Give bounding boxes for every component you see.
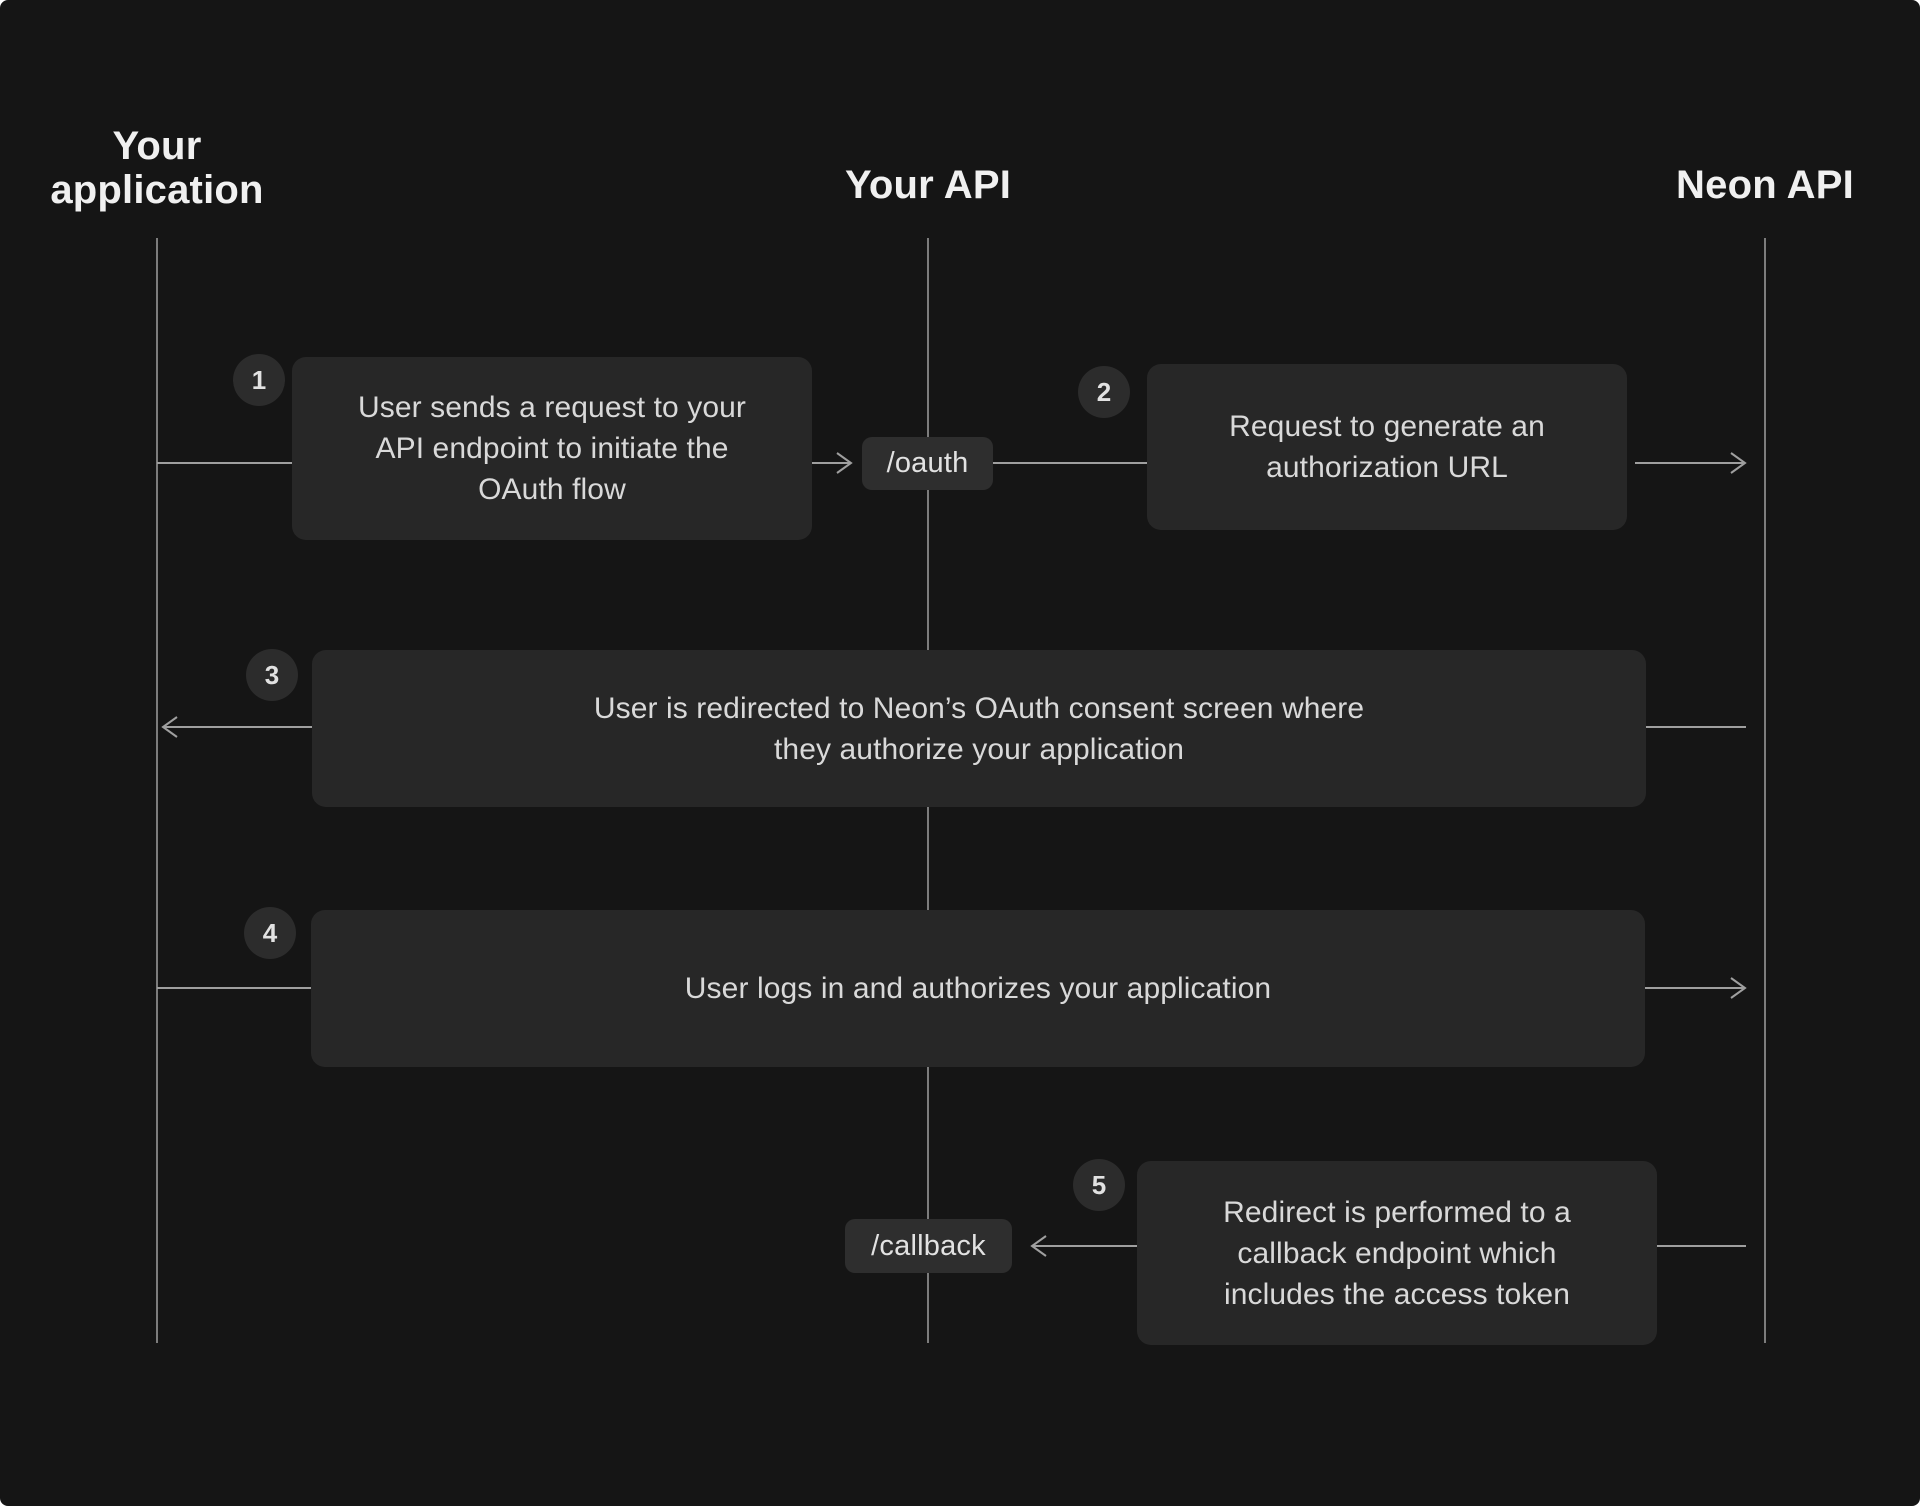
actor-label-neon-api: Neon API bbox=[1676, 163, 1854, 207]
actor-label-your-api: Your API bbox=[844, 163, 1012, 207]
step-5-box: Redirect is performed to a callback endp… bbox=[1137, 1161, 1657, 1345]
step-3-text-line: they authorize your application bbox=[773, 732, 1184, 766]
step-5-text-line: Redirect is performed to a bbox=[1223, 1195, 1571, 1229]
step-1-badge: 1 bbox=[233, 354, 285, 406]
step-1-box: User sends a request to your API endpoin… bbox=[292, 357, 812, 540]
step-2-badge: 2 bbox=[1078, 366, 1130, 418]
arrow-step-2-to-neon bbox=[1635, 452, 1747, 474]
step-3-text-line: User is redirected to Neon’s OAuth conse… bbox=[593, 691, 1365, 725]
step-1-text-line: User sends a request to your bbox=[358, 391, 746, 424]
step-4-text-line: User logs in and authorizes your applica… bbox=[684, 972, 1272, 1005]
step-5-badge: 5 bbox=[1073, 1159, 1125, 1211]
step-2-box: Request to generate an authorization URL bbox=[1147, 364, 1627, 530]
step-1-text-line: API endpoint to initiate the bbox=[375, 432, 729, 465]
step-4-box: User logs in and authorizes your applica… bbox=[311, 910, 1645, 1067]
step-4-badge: 4 bbox=[244, 907, 296, 959]
endpoint-oauth: /oauth bbox=[862, 437, 993, 490]
step-3-box: User is redirected to Neon’s OAuth conse… bbox=[312, 650, 1646, 807]
step-5-text-line: includes the access token bbox=[1223, 1277, 1571, 1311]
step-2-text-line: Request to generate an bbox=[1229, 410, 1545, 443]
endpoint-callback: /callback bbox=[845, 1219, 1012, 1273]
step-2-text-line: authorization URL bbox=[1266, 451, 1508, 484]
step-5-text-line: callback endpoint which bbox=[1237, 1236, 1557, 1270]
actor-label-your-application: Your application bbox=[50, 124, 264, 212]
step-1-text-line: OAuth flow bbox=[478, 473, 626, 506]
step-3-badge: 3 bbox=[246, 649, 298, 701]
